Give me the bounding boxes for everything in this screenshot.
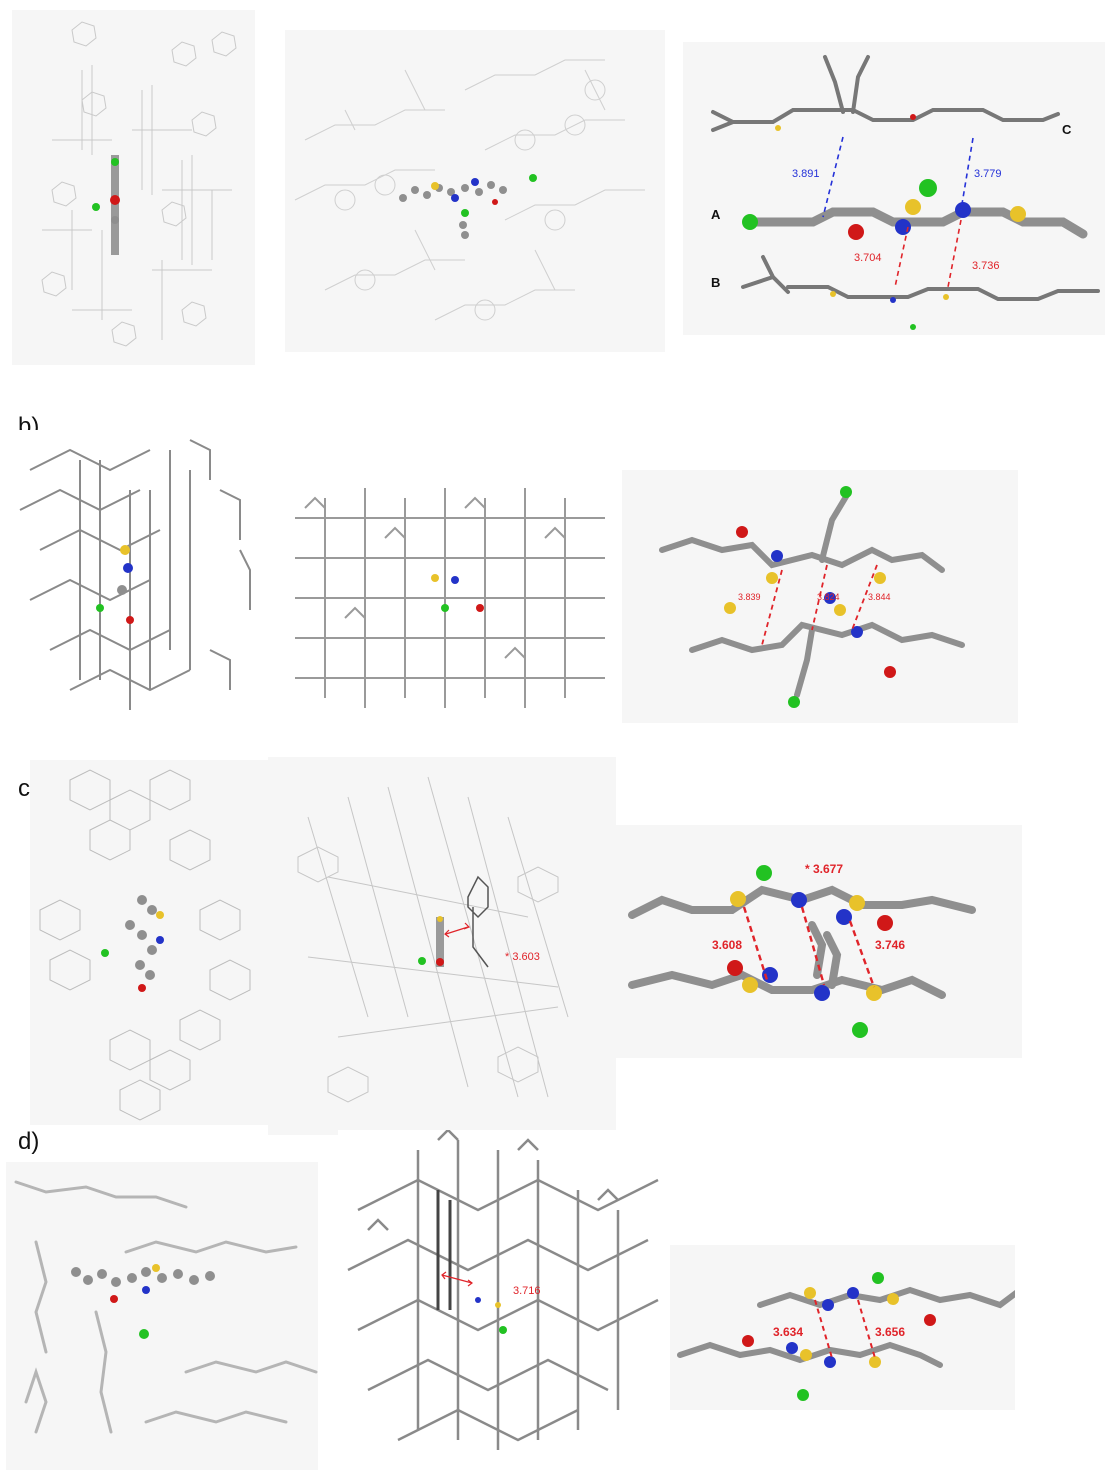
molecule-label-a: A bbox=[711, 207, 721, 222]
distance-label-a-3704: 3.704 bbox=[854, 252, 882, 264]
distance-label-b-3824: 3.824 bbox=[817, 592, 840, 602]
distance-label-d-3656: 3.656 bbox=[875, 1325, 906, 1339]
molecule-label-b: B bbox=[711, 275, 721, 290]
distance-label-d-3634: 3.634 bbox=[773, 1325, 804, 1339]
packing-view-b2 bbox=[285, 478, 615, 715]
packing-view-c1 bbox=[30, 760, 270, 1125]
distance-label-c-3746: 3.746 bbox=[875, 938, 906, 952]
distance-label-a-3891: 3.891 bbox=[792, 168, 820, 180]
packing-view-d2 bbox=[338, 1130, 668, 1470]
packing-view-d1 bbox=[6, 1162, 318, 1470]
molecule-label-c: C bbox=[1062, 122, 1072, 137]
distance-label-c-3608: 3.608 bbox=[712, 938, 743, 952]
stacking-diagram-a bbox=[711, 55, 1100, 330]
distance-label-a-3779: 3.779 bbox=[974, 168, 1002, 180]
distance-label-b-3844: 3.844 bbox=[868, 592, 891, 602]
distance-label-c-3603: * 3.603 bbox=[505, 951, 540, 963]
packing-view-b1 bbox=[10, 430, 265, 715]
packing-view-a2 bbox=[285, 30, 665, 352]
distance-label-a-3736: 3.736 bbox=[972, 260, 1000, 272]
stacking-detail-b bbox=[622, 470, 1018, 723]
distance-label-c-3677: * 3.677 bbox=[805, 862, 844, 876]
distance-label-d-3716: 3.716 bbox=[513, 1285, 541, 1297]
packing-view-c2 bbox=[268, 757, 616, 1135]
packing-view-a1 bbox=[12, 10, 255, 365]
stacking-detail-d-view bbox=[670, 1245, 1015, 1410]
stacking-detail-c bbox=[612, 825, 1022, 1058]
distance-label-b-3839: 3.839 bbox=[738, 592, 761, 602]
stacking-detail-a bbox=[683, 42, 1105, 335]
panel-label-d: d) bbox=[18, 1128, 40, 1155]
